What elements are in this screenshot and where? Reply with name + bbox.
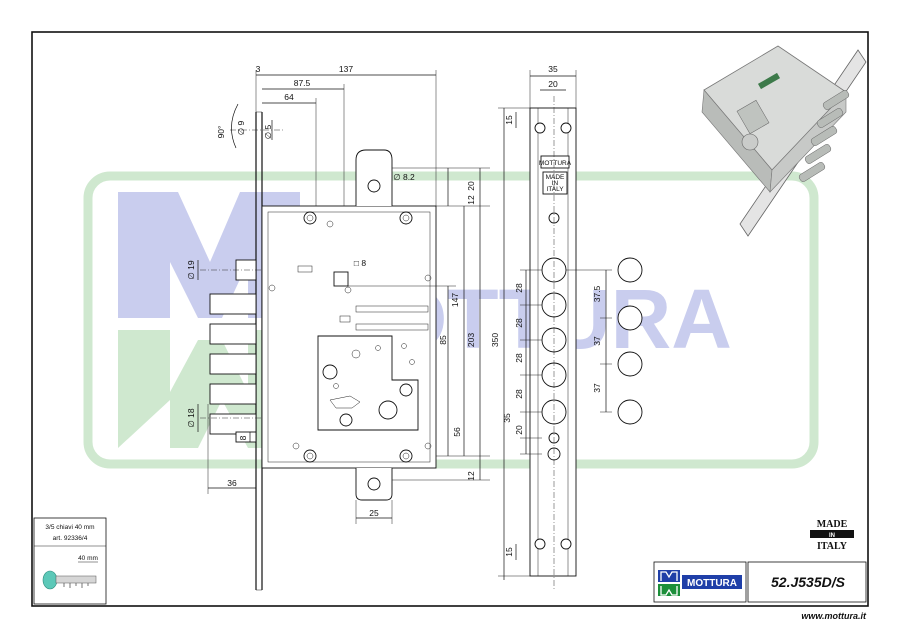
key-length-label: 40 mm (78, 555, 98, 562)
lock-side-view (200, 111, 285, 591)
bolt-heads (566, 257, 643, 425)
sheet-frame (31, 31, 869, 607)
faceplate-made-tag-2: IN (552, 180, 559, 187)
dim-right-20: 20 (466, 181, 476, 191)
dim-plate-20: 20 (548, 79, 558, 89)
made-in-italy-badge: MADE IN ITALY (810, 519, 854, 552)
dim-pitch-2: 28 (514, 318, 524, 328)
logo-box: MOTTURA (653, 561, 747, 603)
dim-right-12-bottom: 12 (466, 471, 476, 481)
dim-pitch-3: 28 (514, 353, 524, 363)
dim-3: 3 (256, 64, 261, 74)
dim-36: 36 (227, 478, 237, 488)
dim-dia-19: ∅ 19 (186, 260, 196, 279)
badge-italy: ITALY (817, 541, 848, 552)
lock-front-view (261, 149, 437, 501)
dim-85: 85 (438, 335, 448, 345)
dim-dia-18: ∅ 18 (186, 408, 196, 427)
dim-right-12-top: 12 (466, 195, 476, 205)
dim-dia-9: ∅ 9 (236, 120, 246, 135)
dim-203: 203 (466, 333, 476, 347)
dim-bolt-37-b: 37 (592, 383, 602, 393)
dim-147: 147 (450, 293, 460, 307)
badge-in: IN (829, 533, 835, 539)
dim-dia-5: ∅ 5 (263, 124, 273, 139)
product-photo (701, 45, 867, 237)
website-link[interactable]: www.mottura.it (801, 611, 867, 621)
dim-plate-15-top: 15 (504, 115, 514, 125)
faceplate: MOTTURA MADE IN ITALY (529, 96, 577, 590)
dim-pitch-1: 28 (514, 283, 524, 293)
dim-25: 25 (369, 508, 379, 518)
dim-dia-8-2: ∅ 8.2 (393, 172, 415, 182)
dim-plate-15-bottom: 15 (504, 547, 514, 557)
dim-square-8: □ 8 (354, 258, 366, 268)
dim-bolt-37-5: 37.5 (592, 285, 602, 302)
logo-name: MOTTURA (687, 578, 737, 589)
dim-87-5: 87.5 (294, 78, 311, 88)
code-box: 52.J535D/S (747, 561, 867, 603)
badge-made: MADE (817, 519, 848, 530)
dim-pitch-6: 20 (514, 425, 524, 435)
watermark-logo-top (118, 192, 300, 318)
dimension-texts: 3 137 87.5 64 90° ∅ 9 ∅ 5 ∅ 8.2 ∅ 19 □ 8… (186, 64, 602, 557)
dim-angle: 90° (216, 126, 226, 139)
dim-pitch-4: 28 (514, 389, 524, 399)
dim-left-8: 8 (238, 435, 248, 440)
dim-bolt-37-a: 37 (592, 336, 602, 346)
faceplate-made-tag-3: ITALY (546, 186, 564, 193)
dim-plate-35: 35 (548, 64, 558, 74)
dim-56: 56 (452, 427, 462, 437)
watermark-frame (83, 171, 819, 469)
product-code: 52.J535D/S (771, 574, 846, 590)
watermark: MOTTURA (83, 171, 819, 469)
key-info-line1: 3/5 chiavi 40 mm (45, 524, 94, 531)
dimension-lines-left (197, 70, 490, 524)
key-info-line2: art. 92336/4 (53, 535, 88, 542)
dimension-lines-plate (498, 70, 577, 580)
dim-137: 137 (339, 64, 353, 74)
faceplate-made-tag-1: MADE (546, 174, 565, 181)
key-icon (42, 570, 58, 590)
dim-64: 64 (284, 92, 294, 102)
dim-350: 350 (490, 333, 500, 347)
dim-pitch-5: 35 (502, 413, 512, 423)
faceplate-brand-tag: MOTTURA (539, 160, 572, 167)
key-info-box: 3/5 chiavi 40 mm art. 92336/4 40 mm (33, 517, 107, 605)
